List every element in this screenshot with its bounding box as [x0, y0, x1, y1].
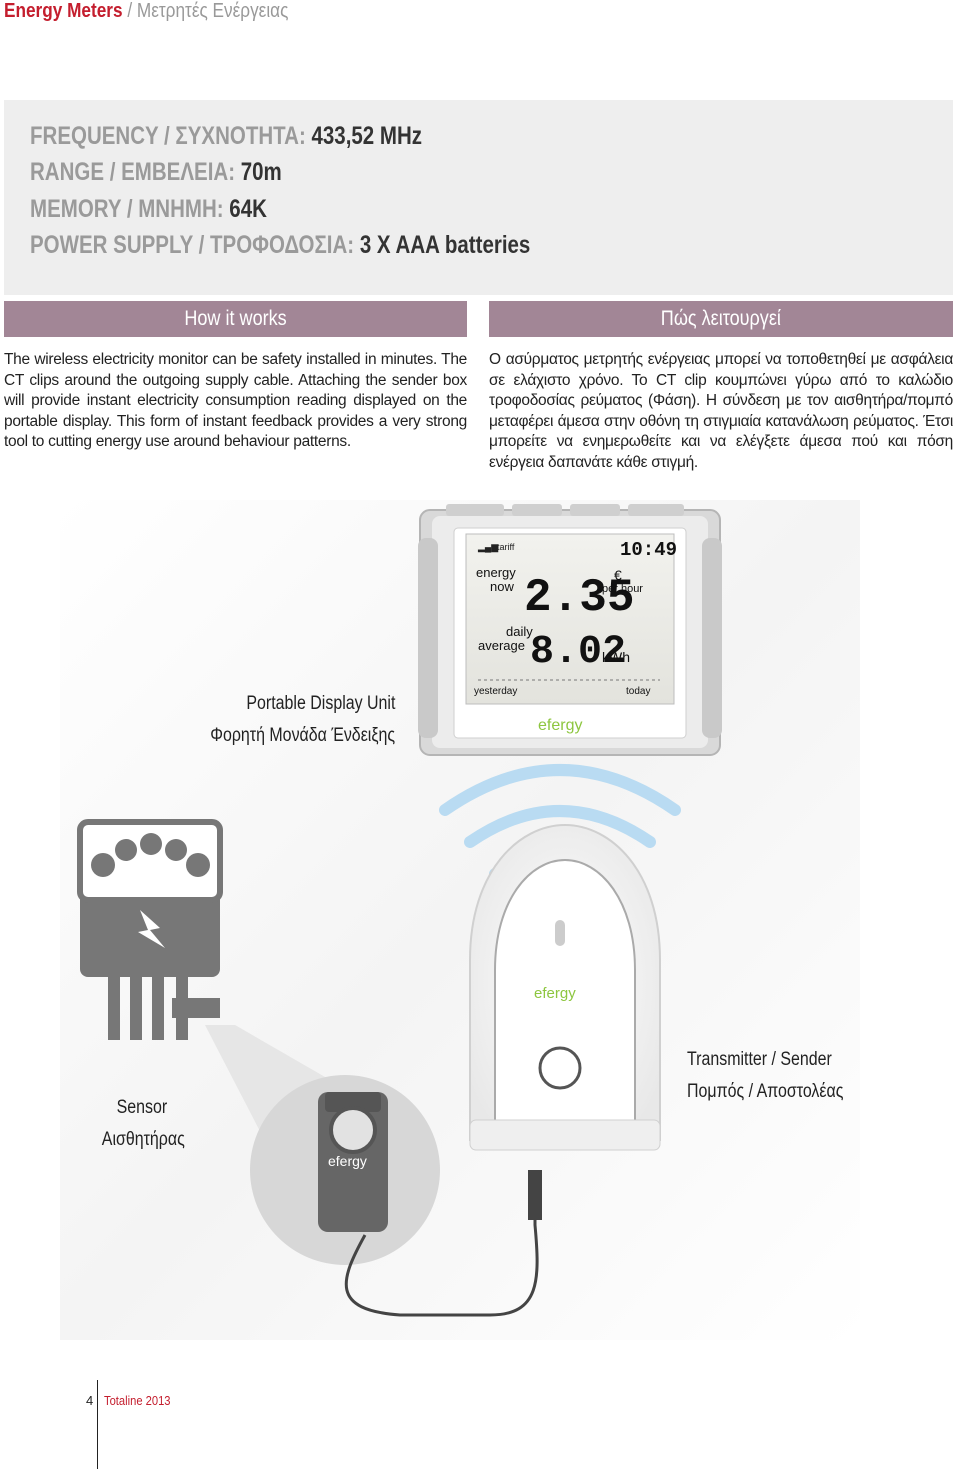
display-grip-left: [418, 538, 438, 738]
sender-button: [538, 1046, 582, 1090]
display-button-4: [628, 504, 684, 516]
section-heading-english: How it works: [4, 301, 467, 337]
lcd-currency: €: [614, 567, 622, 583]
lcd-daily-label-2: average: [478, 638, 525, 653]
sensor-cable: [344, 1170, 539, 1317]
ct-clip-sensor: efergy: [250, 1075, 440, 1265]
spec-box: FREQUENCY / ΣΥΧΝΟΤΗΤΑ: 433,52 MHz RANGE …: [4, 100, 953, 295]
title-greek: Μετρητές Ενέργειας: [136, 0, 289, 22]
page-title: Energy Meters / Μετρητές Ενέργειας: [4, 0, 288, 23]
paragraph-greek: Ο ασύρματος μετρητής ενέργειας μπορεί να…: [489, 351, 953, 471]
page-number: 4: [86, 1393, 94, 1408]
lcd-tariff: tariff: [497, 542, 515, 552]
lcd-today: today: [626, 686, 650, 697]
lightning-icon: [138, 910, 165, 948]
lcd-daily-label-1: daily: [506, 624, 533, 639]
spec-power-supply: POWER SUPPLY / ΤΡΟΦΟΔΟΣΙΑ: 3 X AAA batte…: [30, 231, 531, 259]
label-display-gr: Φορητή Μονάδα Ένδειξης: [210, 725, 395, 746]
lcd-energy-value: 2.35: [524, 572, 634, 624]
lcd-time: 10:49: [620, 539, 677, 561]
system-diagram: ▂▄▆ tariff 10:49 energy now 2.35 € per h…: [60, 500, 860, 1340]
lcd-per-hour: per hour: [602, 583, 643, 595]
lcd-energy-label-1: energy: [476, 565, 516, 580]
sender-led: [555, 920, 565, 946]
spec-range: RANGE / ΕΜΒΕΛΕΙΑ: 70m: [30, 158, 282, 186]
label-sender-gr: Πομπός / Αποστολέας: [687, 1081, 844, 1102]
lcd-signal-icon: ▂▄▆: [477, 542, 499, 553]
breaker-panel-icon: [77, 819, 223, 1040]
lcd-yesterday: yesterday: [474, 686, 517, 697]
sender-brand-logo: efergy: [534, 985, 576, 1002]
paragraph-english: The wireless electricity monitor can be …: [4, 351, 467, 450]
title-english: Energy Meters: [4, 0, 123, 22]
lcd-energy-label-2: now: [490, 579, 514, 594]
label-display-en: Portable Display Unit: [245, 693, 395, 714]
cable-plug: [528, 1170, 542, 1220]
label-sensor-en: Sensor: [116, 1097, 167, 1118]
lcd-kwh: kWh: [602, 649, 630, 665]
lcd-daily-value: 8.02: [530, 630, 626, 675]
display-brand-logo: efergy: [538, 717, 582, 734]
display-grip-right: [702, 538, 722, 738]
spec-frequency: FREQUENCY / ΣΥΧΝΟΤΗΤΑ: 433,52 MHz: [30, 122, 423, 150]
footer-divider: [97, 1380, 98, 1469]
display-button-1: [446, 504, 504, 516]
display-button-3: [570, 504, 620, 516]
label-sender-en: Transmitter / Sender: [687, 1049, 832, 1070]
title-separator: /: [122, 0, 137, 22]
display-button-2: [512, 504, 562, 516]
spec-memory: MEMORY / ΜΝΗΜΗ: 64K: [30, 195, 267, 223]
lcd-screen: [465, 533, 675, 705]
transmitter-sender: efergy: [469, 823, 661, 1151]
section-heading-greek: Πώς λειτουργεί: [489, 301, 953, 337]
clip-brand-logo: efergy: [328, 1153, 367, 1169]
label-sensor-gr: Αισθητήρας: [102, 1129, 185, 1150]
portable-display-unit: ▂▄▆ tariff 10:49 energy now 2.35 € per h…: [418, 504, 722, 756]
footer-publication: Totaline 2013: [104, 1393, 171, 1408]
